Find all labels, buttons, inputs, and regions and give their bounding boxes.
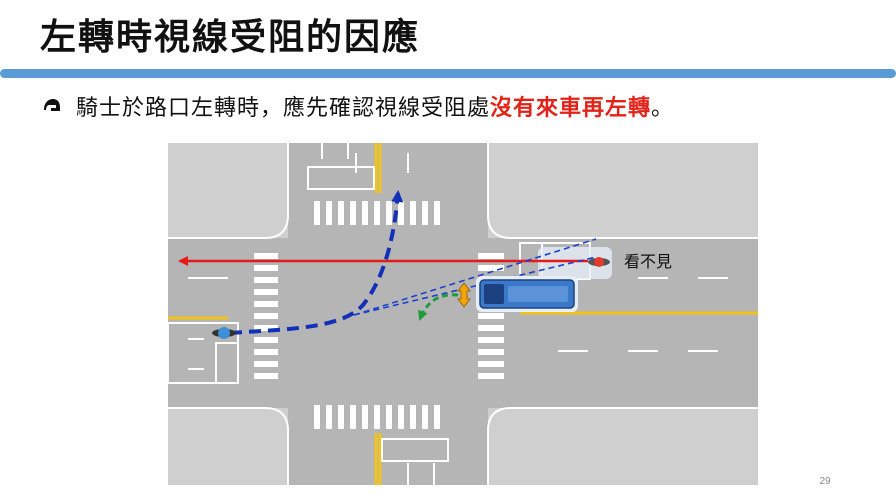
warning-arrow-icon: [457, 282, 471, 308]
bus-icon: [476, 276, 578, 312]
page-number: 29: [819, 476, 831, 487]
bullet-emphasis-text: 沒有來車再左轉: [490, 96, 652, 121]
left-turn-path-arrow: [229, 190, 404, 335]
oncoming-motorcycle-icon: [588, 257, 610, 267]
crosswalk-left: [254, 253, 278, 379]
bullet-text: 騎士於路口左轉時，應先確認視線受阻處: [76, 96, 491, 121]
intersection-diagram: 看不見: [168, 143, 758, 485]
unseen-label: 看不見: [624, 252, 672, 271]
yield-arrow: [418, 293, 459, 321]
bullet-point: 騎士於路口左轉時，應先確認視線受阻處沒有來車再左轉。: [42, 88, 674, 124]
slide-title: 左轉時視線受阻的因應: [40, 17, 421, 58]
crosswalk-bottom: [314, 405, 440, 429]
sight-lines: [353, 238, 597, 316]
bullet-end-punctuation: 。: [651, 96, 675, 121]
helmet-icon: [44, 99, 60, 111]
crosswalk-top: [314, 201, 440, 225]
oncoming-highlight: [538, 247, 612, 279]
rider-motorcycle-icon: [212, 327, 236, 339]
title-underline-bar: [0, 69, 896, 78]
